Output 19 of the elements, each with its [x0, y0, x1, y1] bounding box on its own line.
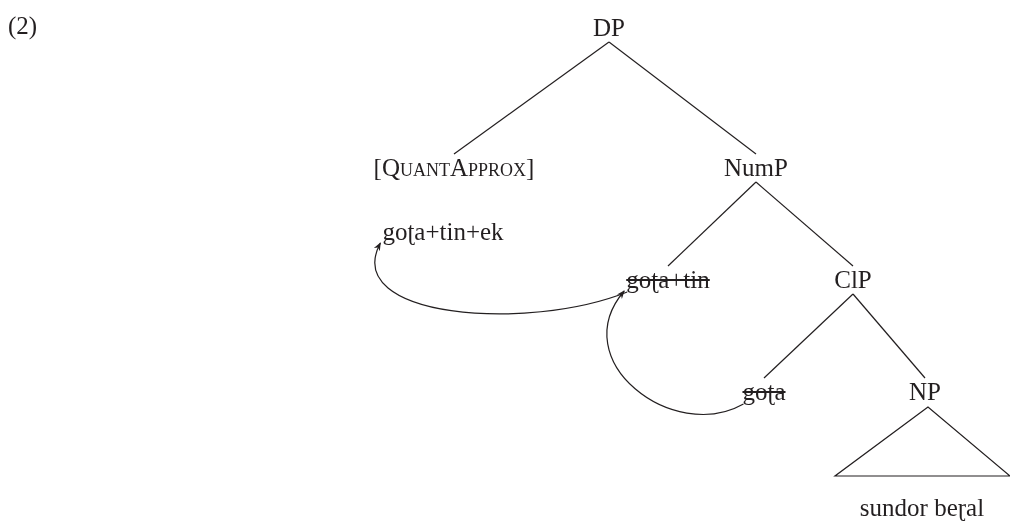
word-label: goʈa+tin+ek — [381, 218, 505, 246]
tree-branch — [755, 181, 854, 267]
phrase-label: NP — [908, 378, 942, 406]
feature-label: [QuantApprox] — [372, 154, 536, 182]
movement-arrow — [606, 290, 745, 415]
trace-word: goʈa — [741, 378, 787, 406]
tree-branch — [763, 293, 854, 379]
trace-word: goʈa+tin — [625, 266, 711, 294]
word-label: sundor beɽal — [858, 494, 986, 522]
tree-branch — [667, 181, 757, 267]
movement-arrow — [374, 242, 628, 315]
phrase-label: NumP — [723, 154, 789, 182]
tree-branch — [453, 41, 610, 155]
triangle-branch — [833, 406, 1010, 477]
phrase-label: ClP — [833, 266, 873, 294]
tree-branch — [852, 293, 926, 379]
example-number: (2) — [8, 12, 38, 40]
phrase-label: DP — [592, 14, 626, 42]
tree-branch — [608, 41, 757, 155]
